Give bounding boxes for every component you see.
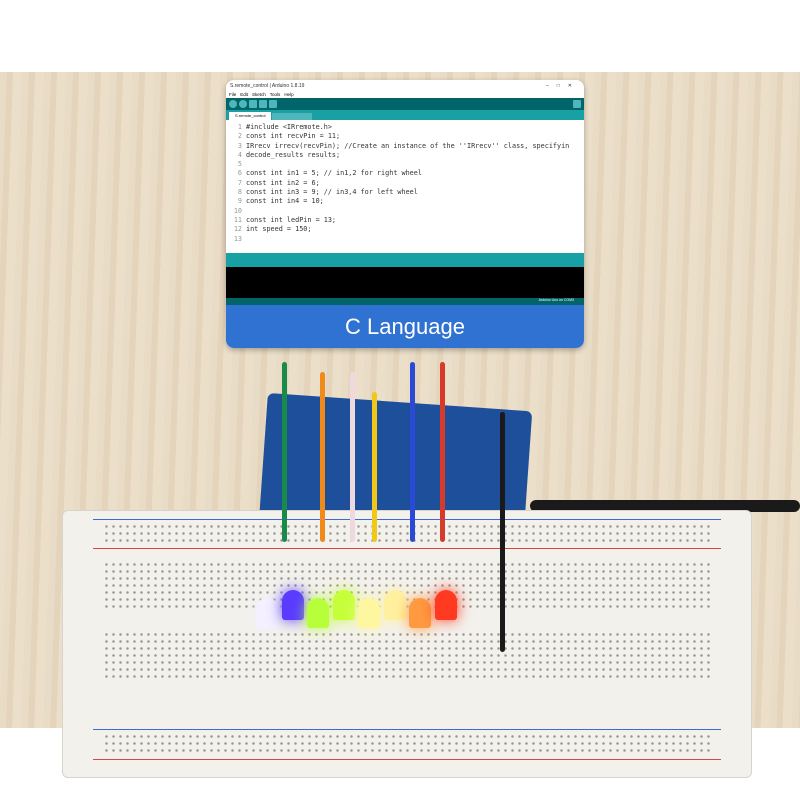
led [332,590,355,620]
code-line: 2 const int recvPin = 11; [230,132,584,141]
led [256,598,278,628]
status-bar [226,253,584,267]
wire [350,372,355,542]
tab-other[interactable] [272,113,313,120]
line-text: decode_results results; [246,150,341,159]
code-line: 13 [230,235,584,244]
wire [320,372,325,542]
code-line: 12 int speed = 150; [230,225,584,234]
menu-tools[interactable]: Tools [269,92,281,97]
menu-bar: File Edit Sketch Tools Help [226,91,584,98]
code-line: 11 const int ledPin = 13; [230,216,584,225]
line-number: 4 [237,150,242,159]
line-number: 3 [237,141,242,150]
wire [282,362,287,542]
console [226,267,584,298]
code-line: 5 [230,160,584,169]
led [307,598,329,628]
serial-monitor-icon[interactable] [573,100,581,108]
tab-sketch[interactable]: S.remote_control [229,112,272,120]
caption-banner: C Language [226,305,584,348]
line-number: 11 [233,215,242,224]
line-number: 5 [237,160,242,169]
arduino-ide-window: S.remote_control | Arduino 1.8.19–□✕ Fil… [226,80,584,348]
code-line: 1 #include <IRremote.h> [230,123,584,132]
led [358,598,380,628]
code-editor[interactable]: 1 #include <IRremote.h> 2 const int recvPin… [226,120,584,253]
code-line: 3 IRrecv irrecv(recvPin); //Create an ins… [230,142,584,151]
toolbar [226,98,584,110]
line-number: 13 [233,234,242,243]
line-text: const int recvPin = 11; [246,132,341,141]
line-text: #include <IRremote.h> [246,123,332,131]
wire [372,392,377,542]
code-line: 6 const int in1 = 5; // in1,2 for right w… [230,169,584,178]
menu-help[interactable]: Help [284,92,294,97]
code-line: 7 const int in2 = 6; [230,179,584,188]
line-text: const int in3 = 9; // in3,4 for left whe… [246,188,418,197]
code-line: 8 const int in3 = 9; // in3,4 for left wh… [230,188,584,197]
line-number: 10 [233,206,242,215]
menu-edit[interactable]: Edit [240,92,249,97]
verify-icon[interactable] [229,100,237,108]
line-text: const int ledPin = 13; [246,215,337,224]
breadboard [62,510,752,778]
line-number: 8 [237,188,242,197]
menu-sketch[interactable]: Sketch [252,92,266,97]
line-number: 6 [237,169,242,178]
wire [440,362,445,542]
line-text: const int in2 = 6; [246,178,320,187]
line-text: int speed = 150; [246,225,312,234]
title-bar: S.remote_control | Arduino 1.8.19–□✕ [226,80,584,91]
code-line: 9 const int in4 = 10; [230,197,584,206]
line-number: 9 [237,197,242,206]
line-text: const int in1 = 5; // in1,2 for right wh… [246,169,422,178]
caption-text: C Language [345,313,465,339]
led [409,598,431,628]
window-title: S.remote_control | Arduino 1.8.19 [230,82,305,89]
line-text: IRrecv irrecv(recvPin); //Create an inst… [246,141,570,150]
wire [500,412,505,652]
menu-file[interactable]: File [229,92,237,97]
line-number: 2 [237,132,242,141]
led [383,590,406,620]
usb-cable [530,500,800,512]
line-number: 7 [237,178,242,187]
led [434,590,457,620]
wire [410,362,415,542]
upload-icon[interactable] [239,100,247,108]
code-line: 10 [230,207,584,216]
line-number: 12 [233,225,242,234]
board-info: Arduino Uno on COM3 [226,298,584,305]
line-text: const int in4 = 10; [246,197,324,206]
code-line: 4 decode_results results; [230,151,584,160]
new-icon[interactable] [249,100,257,108]
led [281,590,304,620]
line-number: 1 [237,123,242,131]
open-icon[interactable] [259,100,267,108]
save-icon[interactable] [269,100,277,108]
